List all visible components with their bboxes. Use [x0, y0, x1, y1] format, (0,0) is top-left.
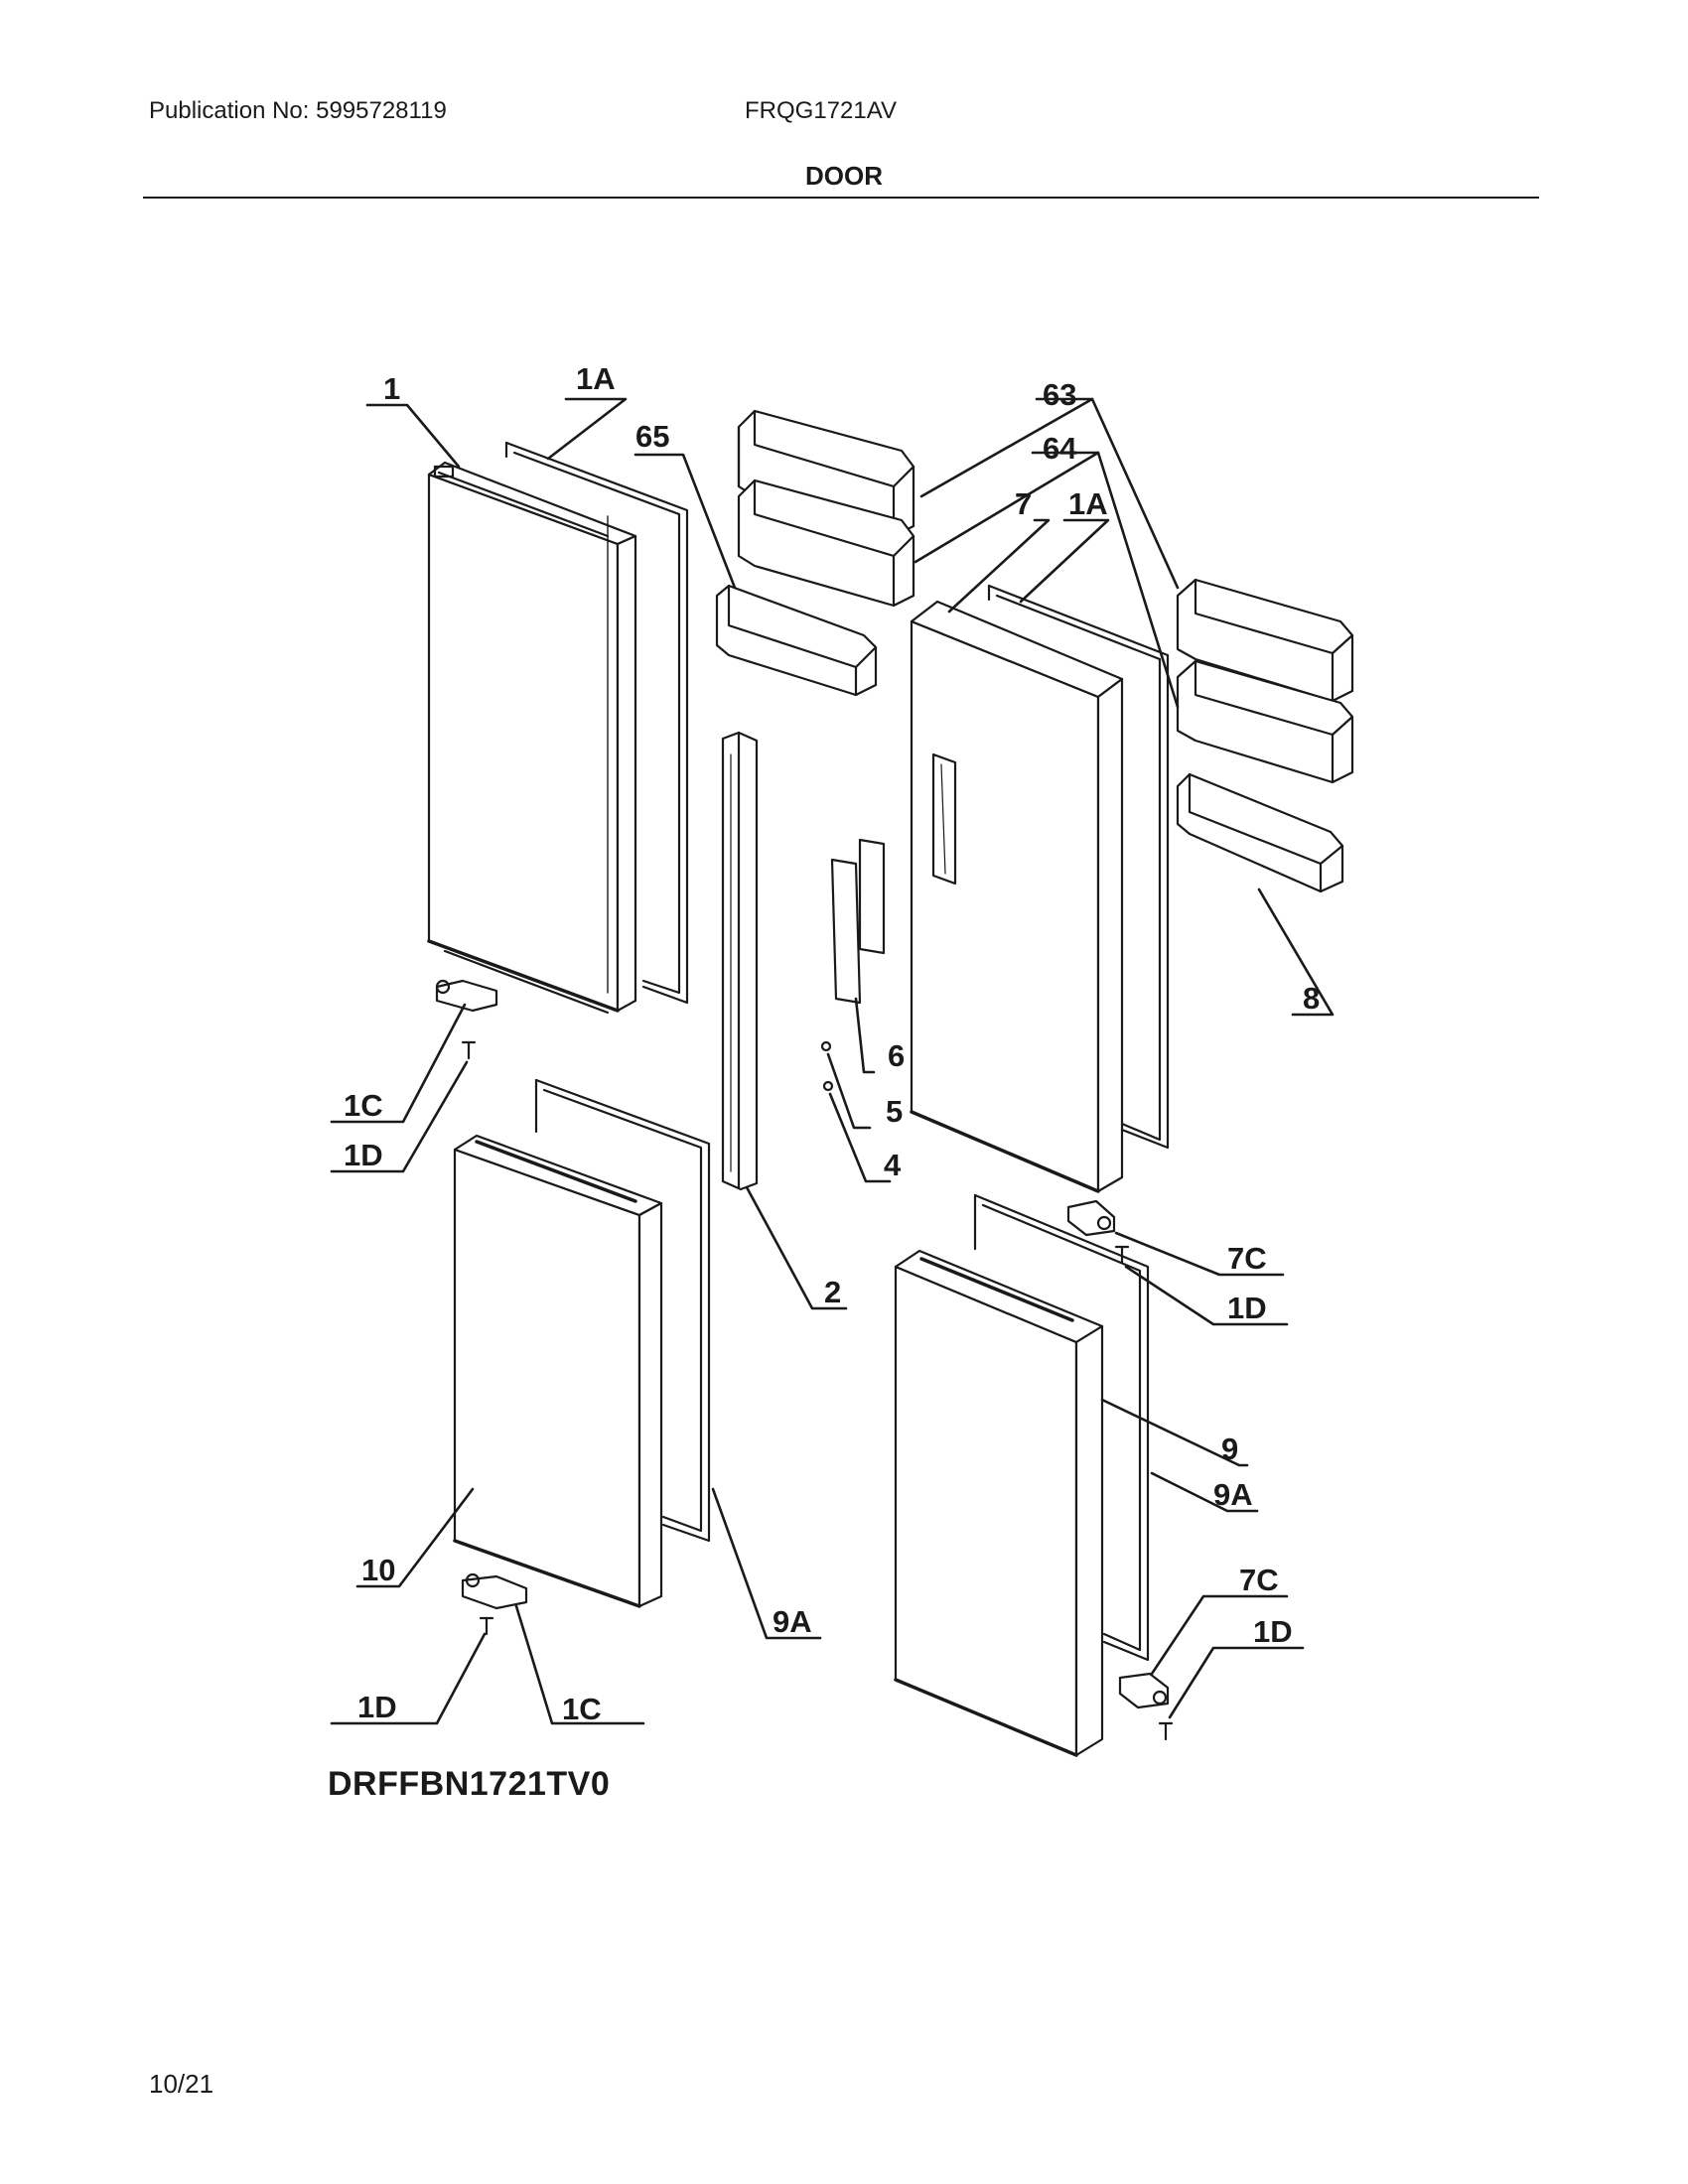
callout-63: 63 — [1043, 377, 1076, 412]
callout-1d-right-lower: 1D — [1253, 1614, 1293, 1649]
model-number: FRQG1721AV — [745, 97, 897, 124]
door-bin-64-right — [1176, 659, 1354, 784]
callout-7c-lower: 7C — [1239, 1563, 1279, 1597]
callout-7: 7 — [1015, 486, 1032, 521]
callout-7c-upper: 7C — [1227, 1241, 1267, 1276]
door-bin-63-left — [737, 409, 915, 538]
upper-right-gasket — [987, 584, 1170, 1150]
upper-left-screw — [461, 1040, 477, 1060]
callout-1a-left: 1A — [576, 361, 616, 396]
door-bin-8 — [1176, 772, 1344, 893]
callout-labels: 1 1A 65 63 64 7 1A 8 6 5 4 2 1C 1D 7C 1D… — [344, 361, 1320, 1726]
section-title: DOOR — [805, 161, 883, 191]
callout-1: 1 — [383, 371, 400, 406]
callout-1d-upper: 1D — [344, 1138, 383, 1172]
callout-1d-right-upper: 1D — [1227, 1291, 1267, 1325]
upper-right-hinge — [1066, 1199, 1116, 1237]
callout-9: 9 — [1221, 1432, 1238, 1466]
callout-9a-left: 9A — [773, 1604, 812, 1639]
page-number: 10/21 — [149, 2069, 214, 2099]
callout-5: 5 — [886, 1094, 903, 1129]
callout-65: 65 — [635, 419, 669, 454]
callout-1c-upper: 1C — [344, 1088, 383, 1123]
center-mullion — [721, 731, 759, 1191]
lower-right-hinge — [1118, 1672, 1170, 1709]
lower-right-door — [894, 1249, 1104, 1757]
callout-9a-right: 9A — [1213, 1477, 1253, 1512]
callout-6: 6 — [888, 1038, 905, 1073]
lower-left-door — [453, 1134, 663, 1608]
lower-right-screw — [1158, 1721, 1174, 1741]
lower-right-gasket — [973, 1193, 1150, 1662]
lower-left-hinge — [461, 1572, 528, 1610]
upper-right-screw — [1114, 1245, 1130, 1265]
callout-1c-lower: 1C — [562, 1692, 602, 1726]
upper-right-door — [910, 600, 1124, 1193]
publication-number: Publication No: 5995728119 — [149, 97, 447, 124]
callout-2: 2 — [824, 1275, 841, 1309]
callout-64: 64 — [1043, 431, 1077, 466]
lower-left-screw — [479, 1616, 494, 1636]
drawing-code: DRFFBN1721TV0 — [328, 1765, 611, 1803]
callout-10: 10 — [361, 1553, 395, 1587]
callout-4: 4 — [884, 1148, 902, 1182]
header-rule — [143, 197, 1539, 199]
callout-8: 8 — [1303, 981, 1320, 1016]
door-bin-63-right — [1176, 578, 1354, 703]
upper-left-hinge — [435, 979, 498, 1013]
leader-lines — [330, 397, 1335, 1725]
callout-1a-right: 1A — [1068, 486, 1108, 521]
door-bin-65 — [715, 584, 878, 697]
callout-1d-lower: 1D — [357, 1690, 397, 1724]
door-bin-64-left — [737, 478, 915, 608]
lower-left-gasket — [534, 1078, 711, 1543]
upper-left-door — [427, 461, 637, 1015]
dispenser-parts — [820, 838, 886, 1092]
upper-left-gasket — [504, 441, 689, 1005]
